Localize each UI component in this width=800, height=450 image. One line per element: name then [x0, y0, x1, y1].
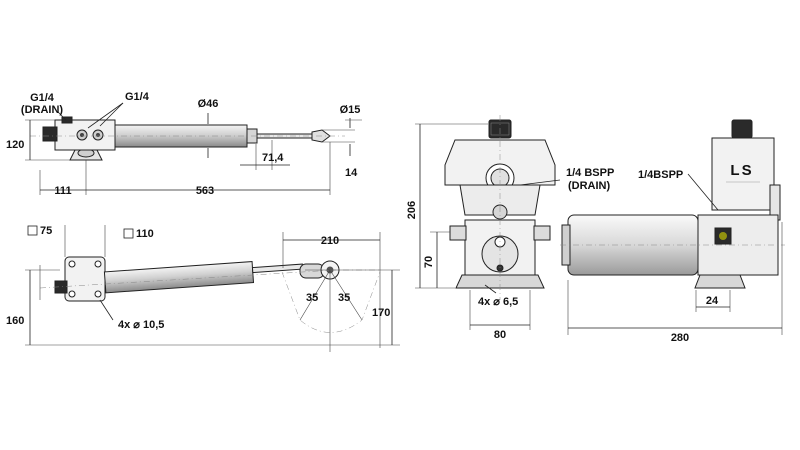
label-sq110: 110 — [136, 228, 154, 240]
label-d160: 160 — [6, 315, 24, 327]
label-d170: 170 — [372, 307, 390, 319]
side-reservoir — [711, 137, 775, 211]
label-bspp-drain-1: 1/4 BSPP — [566, 167, 614, 179]
label-h120: 120 — [6, 139, 24, 151]
label-g14-drain-1: G1/4 — [30, 92, 55, 104]
pump-front-view: 206 70 1/4 BSPP (DRAIN) 4x ⌀ 6,5 80 — [406, 115, 614, 341]
top-cylinder-barrel — [103, 261, 255, 294]
label-d280: 280 — [671, 332, 689, 344]
cylinder-side-view: G1/4 (DRAIN) G1/4 Ø46 Ø15 120 71,4 14 11… — [6, 91, 362, 197]
label-d206: 206 — [406, 201, 418, 219]
label-d111: 111 — [54, 185, 71, 197]
label-bspp-drain-2: (DRAIN) — [568, 180, 610, 192]
label-holes-6-5: 4x ⌀ 6,5 — [478, 296, 518, 308]
label-d70: 70 — [423, 256, 435, 268]
label-dia15: Ø15 — [340, 104, 361, 116]
brand-logo: LS — [730, 162, 753, 179]
label-g14-drain-2: (DRAIN) — [21, 104, 63, 116]
label-sq75: 75 — [40, 225, 52, 237]
label-d71-4: 71,4 — [262, 152, 284, 164]
label-d210: 210 — [321, 235, 339, 247]
square-symbol-75 — [27, 225, 38, 236]
pump-reservoir — [444, 139, 556, 186]
cylinder-top-view: 75 110 210 35 35 160 170 4x ⌀ 10,5 — [6, 225, 400, 352]
pump-base — [455, 274, 545, 289]
label-d14: 14 — [345, 167, 358, 179]
label-bspp14: 1/4BSPP — [638, 169, 683, 181]
label-ang35-right: 35 — [338, 292, 350, 304]
label-dia46: Ø46 — [198, 98, 219, 110]
pump-side-view: LS 1/4BSPP 24 280 — [560, 119, 785, 344]
drain-fitting — [42, 126, 58, 142]
square-symbol-110 — [123, 228, 134, 239]
label-d24: 24 — [706, 295, 719, 307]
label-ang35-left: 35 — [306, 292, 318, 304]
label-g14: G1/4 — [125, 91, 150, 103]
label-d80: 80 — [494, 329, 506, 341]
label-d563: 563 — [196, 185, 214, 197]
label-holes-10-5: 4x ⌀ 10,5 — [118, 319, 164, 331]
